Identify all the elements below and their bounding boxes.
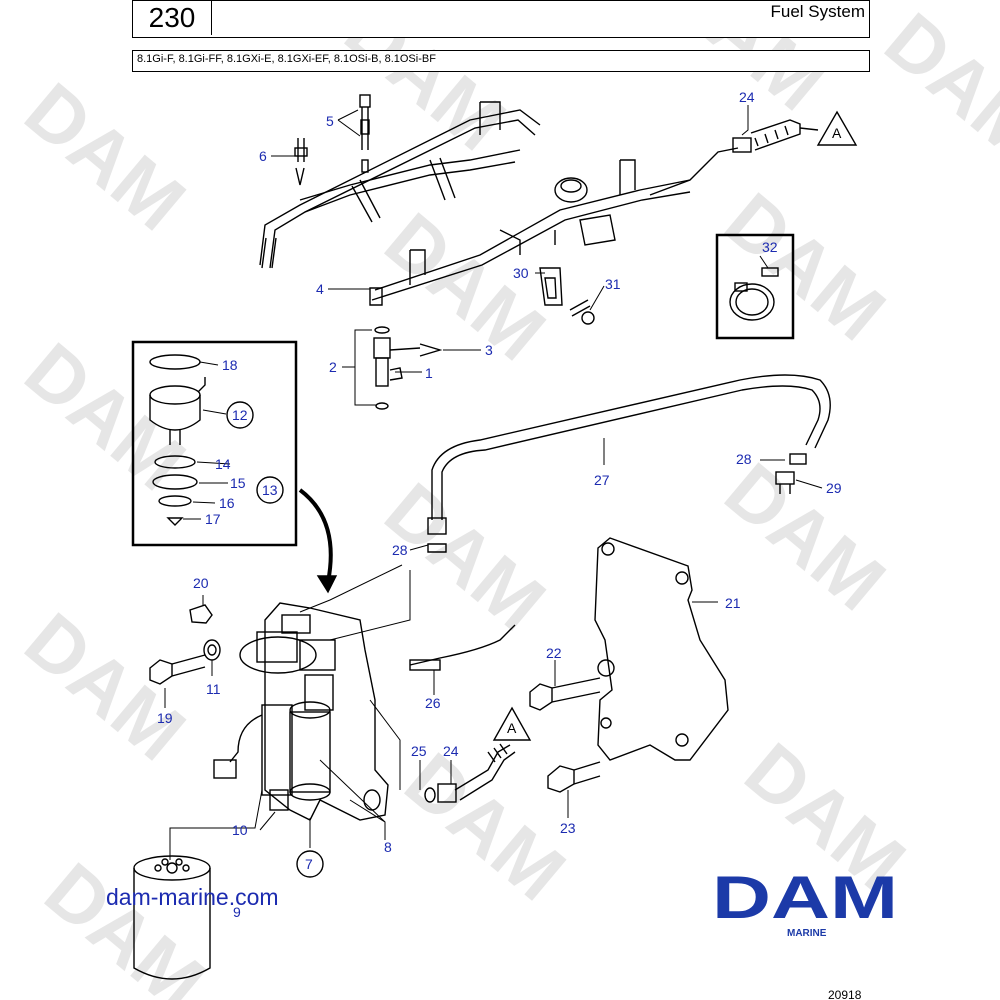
reference-triangle bbox=[816, 110, 858, 146]
callout-13: 13 bbox=[262, 482, 278, 498]
callout-24-lower: 24 bbox=[443, 743, 459, 759]
watermark-text: DAM bbox=[9, 66, 202, 248]
leader-lines bbox=[164, 105, 823, 860]
page-title: Fuel System bbox=[770, 2, 865, 21]
hose-24-lower bbox=[454, 743, 516, 801]
bracket-21 bbox=[594, 537, 729, 761]
pressure-regulator bbox=[554, 177, 588, 203]
fuel-filter bbox=[133, 855, 211, 980]
washer-11 bbox=[203, 639, 221, 661]
callout-28-left: 28 bbox=[392, 542, 408, 558]
injector bbox=[373, 326, 443, 410]
callout-27: 27 bbox=[594, 472, 610, 488]
callout-2: 2 bbox=[329, 359, 337, 375]
callout-25: 25 bbox=[411, 743, 427, 759]
watermark-text: DAM bbox=[709, 176, 902, 358]
plug-20 bbox=[189, 604, 213, 624]
fitting-6 bbox=[294, 138, 308, 186]
header-title-box: 230 Fuel System bbox=[132, 0, 870, 38]
fuel-module bbox=[213, 602, 389, 821]
callout-10: 10 bbox=[232, 822, 248, 838]
fitting-5 bbox=[359, 94, 371, 173]
callout-1: 1 bbox=[425, 365, 433, 381]
watermark-text: DAM bbox=[869, 0, 1000, 177]
callout-24-top: 24 bbox=[739, 89, 755, 105]
callout-26: 26 bbox=[425, 695, 441, 711]
callout-11: 11 bbox=[206, 681, 221, 697]
callout-18: 18 bbox=[222, 357, 238, 373]
reference-a-bottom: A bbox=[507, 720, 517, 736]
watermark-text: DAM bbox=[9, 326, 202, 508]
callout-8: 8 bbox=[384, 839, 392, 855]
callout-7: 7 bbox=[305, 856, 313, 872]
figure-number: 20918 bbox=[828, 988, 862, 1000]
callout-12: 12 bbox=[232, 407, 248, 423]
callout-arrow bbox=[298, 488, 338, 594]
connector-28-29 bbox=[775, 453, 807, 494]
watermark-text: DAM bbox=[29, 846, 222, 1000]
callout-16: 16 bbox=[219, 495, 235, 511]
watermark-text: DAM bbox=[9, 596, 202, 778]
callout-22: 22 bbox=[546, 645, 562, 661]
clip-30 bbox=[539, 267, 563, 306]
model-list: 8.1Gi-F, 8.1Gi-FF, 8.1GXi-E, 8.1GXi-EF, … bbox=[137, 53, 436, 65]
watermark-text: DAM bbox=[389, 736, 582, 918]
bolt-22 bbox=[529, 677, 601, 711]
callout-23: 23 bbox=[560, 820, 576, 836]
page-number: 230 bbox=[133, 1, 212, 35]
callout-labels: 6 5 4 2 1 3 24 A 30 31 32 18 12 14 15 13… bbox=[157, 89, 842, 920]
line-26 bbox=[409, 624, 516, 671]
callout-5: 5 bbox=[326, 113, 334, 129]
reference-a-top: A bbox=[832, 125, 842, 141]
callout-20: 20 bbox=[193, 575, 209, 591]
callout-29: 29 bbox=[826, 480, 842, 496]
drawing-layer bbox=[131, 94, 858, 980]
fitting-25 bbox=[424, 783, 457, 803]
callout-15: 15 bbox=[230, 475, 246, 491]
hose-24-top bbox=[732, 119, 819, 153]
website-link[interactable]: dam-marine.com bbox=[106, 884, 279, 910]
watermark-layer: DAM DAM DAM DAM DAM DAM DAM DAM DAM DAM … bbox=[9, 0, 1000, 1000]
callout-circle bbox=[226, 401, 254, 429]
callout-6: 6 bbox=[259, 148, 267, 164]
brand-subtitle: MARINE bbox=[787, 928, 827, 939]
callout-4: 4 bbox=[316, 281, 324, 297]
callout-28-right: 28 bbox=[736, 451, 752, 467]
hose-27 bbox=[427, 374, 831, 553]
callout-30: 30 bbox=[513, 265, 529, 281]
callout-3: 3 bbox=[485, 342, 493, 358]
callout-21: 21 bbox=[725, 595, 741, 611]
reference-triangle bbox=[492, 706, 532, 741]
callout-19: 19 bbox=[157, 710, 173, 726]
inset-12-18 bbox=[131, 340, 298, 547]
bolt-23 bbox=[547, 761, 601, 793]
bolt-19 bbox=[149, 654, 206, 685]
callout-31: 31 bbox=[605, 276, 621, 292]
callout-circle bbox=[296, 850, 324, 878]
callout-17: 17 bbox=[205, 511, 221, 527]
brand-logo: DAM bbox=[712, 870, 898, 922]
brand-logo-text: DAM bbox=[712, 870, 898, 922]
header-models-box: 8.1Gi-F, 8.1Gi-FF, 8.1GXi-E, 8.1GXi-EF, … bbox=[132, 50, 870, 72]
fuel-rail bbox=[259, 101, 739, 306]
callout-circle bbox=[256, 476, 284, 504]
inset-32 bbox=[715, 233, 795, 340]
callout-9: 9 bbox=[233, 904, 241, 920]
callout-32: 32 bbox=[762, 239, 778, 255]
bolt-31 bbox=[569, 299, 595, 325]
callout-14: 14 bbox=[215, 456, 231, 472]
